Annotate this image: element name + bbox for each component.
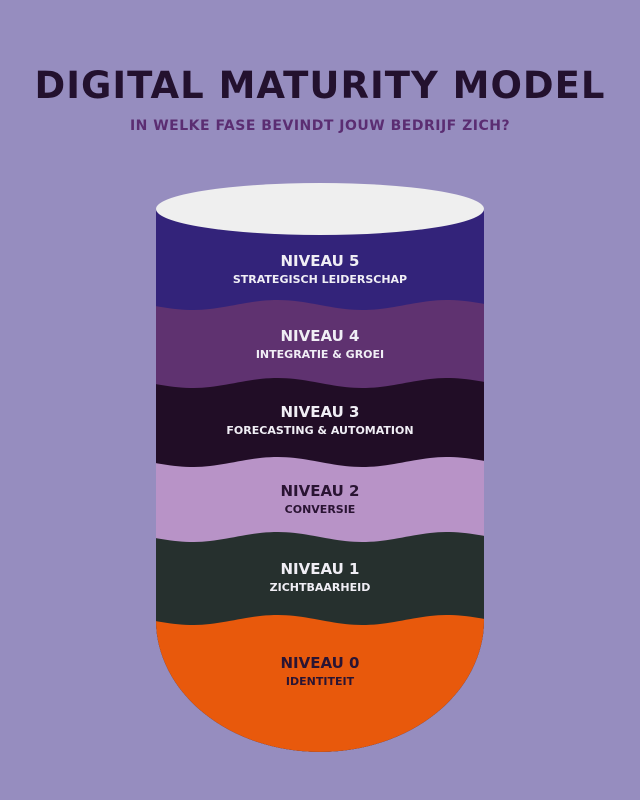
level-number: NIVEAU 4 xyxy=(281,327,360,345)
page-title: DIGITAL MATURITY MODEL xyxy=(34,64,606,107)
level-number: NIVEAU 0 xyxy=(281,654,360,672)
level-number: NIVEAU 3 xyxy=(281,403,360,421)
level-number: NIVEAU 5 xyxy=(281,252,360,270)
level-name: IDENTITEIT xyxy=(286,675,355,688)
page-subtitle: IN WELKE FASE BEVINDT JOUW BEDRIJF ZICH? xyxy=(129,118,511,134)
level-name: STRATEGISCH LEIDERSCHAP xyxy=(233,273,407,286)
level-name: FORECASTING & AUTOMATION xyxy=(226,424,413,437)
band-level-0 xyxy=(156,615,484,752)
level-name: CONVERSIE xyxy=(285,503,356,516)
level-name: INTEGRATIE & GROEI xyxy=(256,348,384,361)
level-number: NIVEAU 1 xyxy=(281,560,360,578)
cylinder-top xyxy=(156,183,484,235)
level-name: ZICHTBAARHEID xyxy=(270,581,371,594)
level-number: NIVEAU 2 xyxy=(281,482,360,500)
